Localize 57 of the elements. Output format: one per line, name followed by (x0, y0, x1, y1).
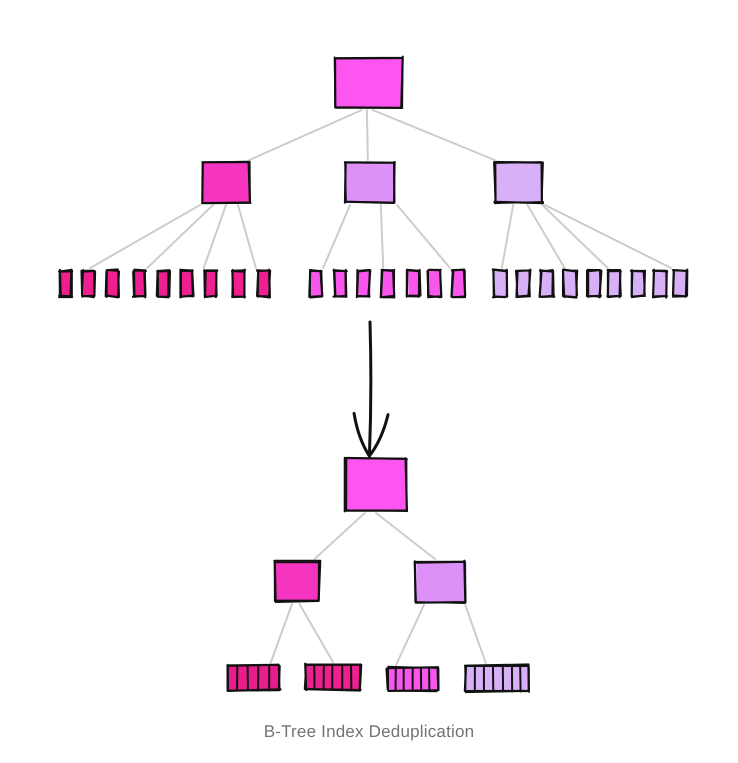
connector-line (146, 204, 214, 269)
connector-line (395, 604, 425, 666)
leaf-node-box (202, 268, 219, 299)
leaf-node-box (671, 268, 689, 299)
leaf-node-box (230, 268, 247, 299)
connector-line (314, 512, 366, 560)
connector-line (500, 204, 514, 269)
leaf-node-box (538, 268, 556, 299)
leaf-node-box (379, 268, 396, 299)
connector-line (298, 603, 334, 663)
connector-line (202, 204, 227, 269)
root-node-box (343, 456, 409, 513)
striped-leaf-box (303, 662, 363, 692)
striped-leaf-box (385, 665, 440, 693)
striped-leaf-box (225, 663, 282, 693)
connector-line (366, 109, 369, 161)
leaf-node-box (355, 268, 372, 299)
branch-node-box (492, 160, 545, 205)
leaf-node-box (57, 268, 74, 299)
connector-line (248, 109, 363, 161)
connector-line (89, 204, 201, 269)
leaf-node-box (131, 268, 148, 299)
connector-line (375, 512, 436, 560)
connector-line (270, 603, 293, 664)
branch-node-box (272, 559, 322, 604)
leaf-node-box (585, 268, 603, 299)
leaf-node-box (605, 268, 623, 299)
caption: B-Tree Index Deduplication (264, 722, 474, 741)
leaf-node-box (651, 268, 669, 299)
leaf-node-box (491, 268, 509, 299)
branch-node-box (413, 559, 468, 605)
leaf-node-box (514, 268, 532, 299)
connector-line (396, 204, 451, 269)
leaf-node-box (332, 268, 349, 299)
root-node-box (333, 55, 405, 110)
branch-node-box (343, 160, 397, 205)
connector-line (464, 604, 487, 664)
leaf-node-box (80, 268, 97, 299)
connector-line (541, 204, 609, 269)
connector-line (322, 204, 352, 269)
connector-line (236, 204, 257, 269)
leaf-node-box (104, 268, 121, 299)
leaf-node-box (405, 268, 422, 299)
leaf-node-box (450, 268, 467, 299)
connector-line (380, 204, 384, 269)
leaf-node-box (426, 268, 443, 299)
connector-line (526, 204, 566, 269)
leaf-node-box (307, 268, 324, 299)
connector-line (372, 109, 496, 161)
striped-leaf-box (463, 663, 532, 694)
leaf-node-box (255, 268, 272, 299)
connector-line (544, 204, 672, 269)
leaf-node-box (561, 268, 579, 299)
leaf-node-box (629, 268, 647, 299)
branch-node-box (200, 160, 252, 205)
leaf-node-box (155, 268, 172, 299)
leaf-node-box (178, 268, 195, 299)
